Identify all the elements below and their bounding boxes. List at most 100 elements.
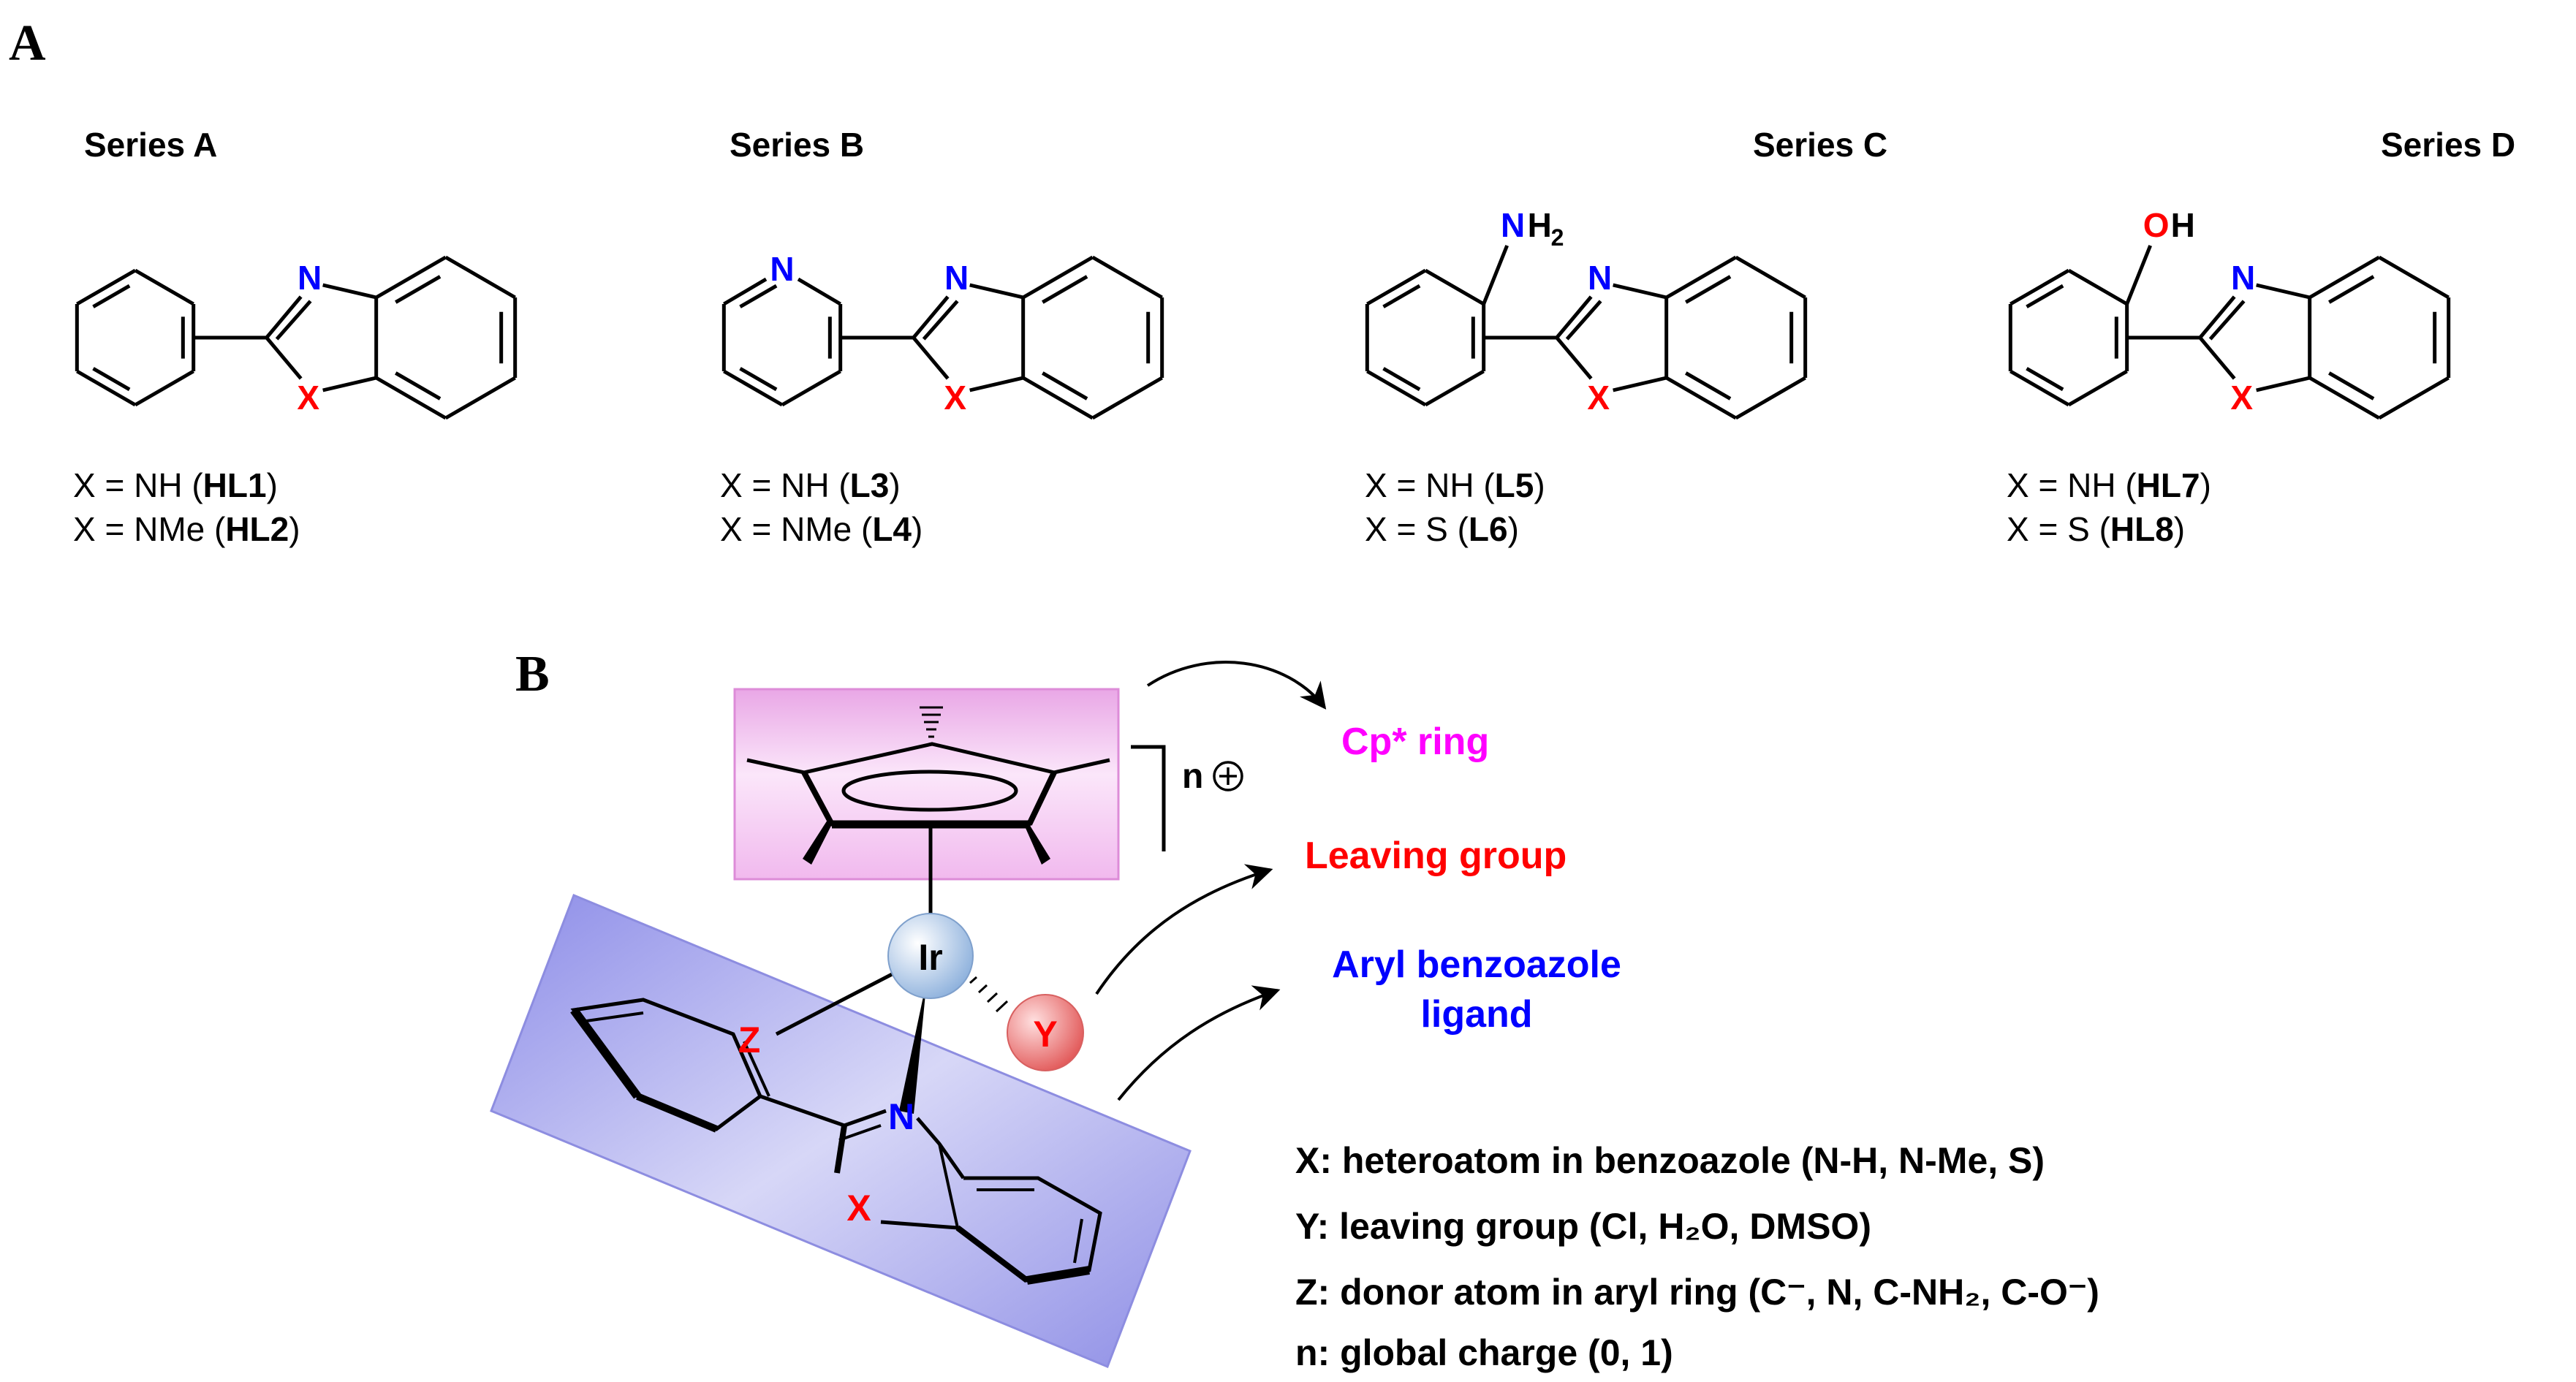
ir-sphere <box>887 913 974 999</box>
azole-bond <box>265 336 303 380</box>
azole-bond <box>1555 336 1593 380</box>
ligand-label-line2: ligand <box>1420 993 1532 1036</box>
cp-star-ring <box>746 706 1110 922</box>
azole-double-bond <box>2208 300 2246 341</box>
benzo-bond <box>375 376 447 420</box>
aryl-double-bond <box>92 367 131 392</box>
azole-bond <box>265 295 303 339</box>
benzo-double-bond <box>1685 275 1732 304</box>
aryl-bond <box>1424 268 1485 306</box>
panel-a-label: A <box>9 15 46 72</box>
charge-bracket <box>1131 745 1243 851</box>
benzo-bond <box>2378 255 2450 300</box>
legend-item-y: Y: leaving group (Cl, H₂O, DMSO) <box>1295 1206 1871 1247</box>
benzo-bond <box>1091 376 1163 420</box>
series-c-line1: X = NH (L5) <box>1365 466 1545 504</box>
charge-label: n <box>1182 757 1203 796</box>
legend: X: heteroatom in benzoazole (N-H, N-Me, … <box>1295 1140 2099 1373</box>
azole-double-bond <box>1565 300 1602 341</box>
benzo-bond <box>1022 255 1094 300</box>
azole-n-label: N <box>2231 259 2255 297</box>
azole-bond <box>2198 336 2236 380</box>
azole-bond <box>322 283 377 300</box>
benzo-bond <box>1665 376 1737 420</box>
aryl-bond <box>76 369 137 407</box>
pyridine-n-label: N <box>770 250 794 288</box>
azole-n-label: N <box>298 259 322 297</box>
aryl-bond <box>134 268 194 306</box>
aryl-double-bond <box>739 284 778 308</box>
aryl-double-bond <box>1382 367 1421 392</box>
arrow-ligand <box>1117 985 1281 1101</box>
series-c-line2: X = S (L6) <box>1365 510 1519 548</box>
azole-bond <box>912 336 950 380</box>
benzo-double-bond <box>1042 275 1088 304</box>
substituent-bond <box>2125 245 2152 305</box>
benzo-bond <box>1091 255 1163 300</box>
aryl-bond <box>1366 268 1427 306</box>
ir-atom-label: Ir <box>918 937 942 978</box>
panel-b-label: B <box>515 646 550 702</box>
aryl-bond <box>797 277 841 306</box>
aryl-bond <box>1424 369 1485 407</box>
benzo-bond <box>1022 376 1094 420</box>
arrow-cp <box>1146 661 1327 710</box>
series-a-structure: NX <box>75 255 518 420</box>
azole-x-label: X <box>1587 379 1610 417</box>
benzo-double-bond <box>1685 371 1732 400</box>
hydroxyl-o-label: O <box>2143 206 2170 244</box>
series-d-line2: X = S (HL8) <box>2007 510 2185 548</box>
aryl-bond <box>1366 369 1427 407</box>
amine-h2-label: H <box>1528 206 1552 244</box>
amine-n-label: N <box>1501 206 1525 244</box>
x-atom-label: X <box>846 1188 871 1229</box>
aryl-double-bond <box>2026 367 2064 392</box>
benzo-double-bond <box>1042 371 1088 400</box>
aryl-double-bond <box>92 284 131 308</box>
benzo-bond <box>2308 376 2380 420</box>
aryl-double-bond <box>2026 284 2064 308</box>
aryl-double-bond <box>1382 284 1421 308</box>
azole-bond <box>969 283 1024 300</box>
aryl-bond <box>134 369 194 407</box>
azole-bond <box>1555 295 1593 339</box>
azole-bond <box>2198 295 2236 339</box>
series-d-line1: X = NH (HL7) <box>2007 466 2211 504</box>
azole-bond <box>1613 283 1667 300</box>
series-d-title: Series D <box>2381 126 2515 164</box>
y-sphere <box>1007 994 1084 1071</box>
benzo-double-bond <box>2328 371 2375 400</box>
series-a-line2: X = NMe (HL2) <box>73 510 300 548</box>
benzo-bond <box>444 255 516 300</box>
substituent-bond <box>1482 245 1509 305</box>
benzo-bond <box>1665 255 1737 300</box>
cp-highlight-box <box>733 688 1120 881</box>
leaving-group-label: Leaving group <box>1305 835 1567 877</box>
cp-top-methyl <box>920 706 943 738</box>
series-a-group: Series A NX X = NH (HL1) X = NMe (HL2) <box>73 126 518 548</box>
aryl-bond <box>2009 369 2070 407</box>
azole-double-bond <box>275 300 312 341</box>
azole-x-label: X <box>2230 379 2253 417</box>
legend-item-n: n: global charge (0, 1) <box>1295 1332 1673 1373</box>
benzo-bond <box>1735 255 1806 300</box>
azole-bond <box>969 376 1024 392</box>
callout-arrows <box>1095 661 1327 1101</box>
legend-item-z: Z: donor atom in aryl ring (C⁻, N, C-NH₂… <box>1295 1272 2099 1313</box>
azole-x-label: X <box>297 379 319 417</box>
benzo-double-bond <box>395 275 442 304</box>
benzo-bond <box>2378 376 2450 420</box>
azole-bond <box>322 376 377 392</box>
benzo-bond <box>444 376 516 420</box>
n-atom-label: N <box>888 1096 914 1137</box>
aryl-bond <box>76 268 137 306</box>
series-a-title: Series A <box>84 126 217 164</box>
benzo-bond <box>1735 376 1806 420</box>
aryl-bond <box>2009 268 2070 306</box>
aryl-bond <box>2067 268 2128 306</box>
arrow-leaving <box>1095 864 1273 995</box>
